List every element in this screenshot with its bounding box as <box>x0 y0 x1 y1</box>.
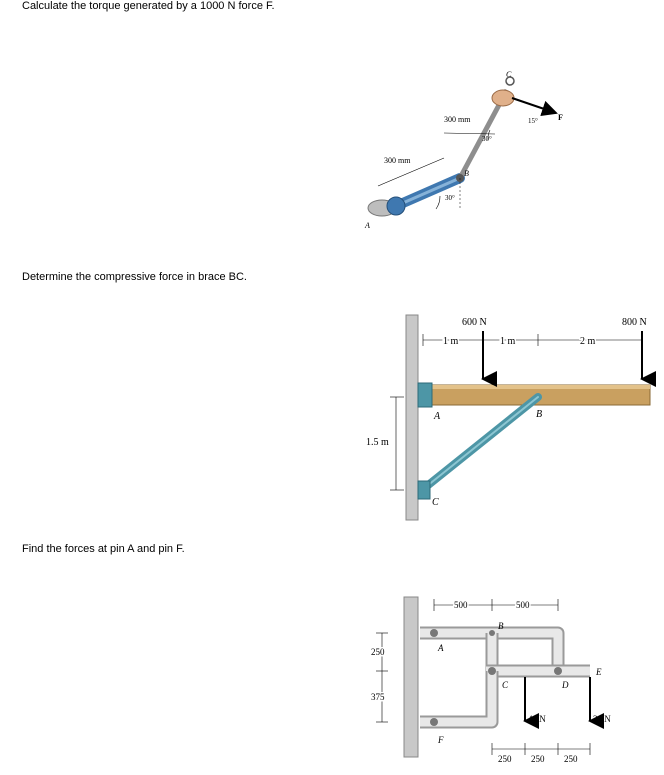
label-load-3kn: 3 kN <box>593 714 611 724</box>
label-dim-3: 2 m <box>580 336 596 347</box>
label-point-d: D <box>561 680 569 690</box>
label-lower-length: 300 mm <box>384 156 411 165</box>
label-point-f: F <box>437 735 444 745</box>
label-bot-1: 250 <box>498 754 512 764</box>
frame-figure: 500 500 250 375 250 250 250 4 kN 3 kN A … <box>368 585 658 770</box>
label-left-1: 250 <box>371 647 385 657</box>
label-load-600: 600 N <box>462 317 487 328</box>
member-fc <box>420 671 499 729</box>
question-1: Calculate the torque generated by a 1000… <box>22 0 275 12</box>
wall <box>405 314 419 521</box>
label-bot-3: 250 <box>564 754 578 764</box>
force-arrow <box>511 97 558 117</box>
wrench-head <box>386 196 406 216</box>
label-point-b: B <box>536 409 542 420</box>
bracket-a <box>417 382 433 408</box>
pin-d <box>554 667 562 675</box>
label-point-a: A <box>437 643 444 653</box>
label-top-1: 500 <box>454 600 468 610</box>
label-point-e: E <box>595 667 602 677</box>
label-angle-force: 15° <box>528 117 538 125</box>
label-height: 1.5 m <box>366 437 389 448</box>
pin-b <box>489 630 495 636</box>
question-2: Determine the compressive force in brace… <box>22 271 247 283</box>
label-force: F <box>558 113 563 122</box>
question-3: Find the forces at pin A and pin F. <box>22 543 185 555</box>
hand <box>491 89 515 107</box>
label-angle-bottom: 30° <box>445 194 455 202</box>
label-point-b: B <box>498 621 504 631</box>
label-point-c: C <box>506 70 512 79</box>
label-point-b: B <box>464 169 469 178</box>
pin-c <box>488 667 496 675</box>
label-load-800: 800 N <box>622 317 647 328</box>
label-point-c: C <box>502 680 509 690</box>
label-point-a: A <box>364 221 370 230</box>
label-point-a: A <box>433 411 441 422</box>
wrench-figure: 300 mm 300 mm 30° 30° 15° F A B C <box>360 68 600 238</box>
beam-brace-figure: 600 N 800 N 1 m 1 m 2 m 1.5 m A B C <box>360 305 660 530</box>
label-point-c: C <box>432 497 439 508</box>
bracket-c <box>417 480 431 500</box>
label-top-2: 500 <box>516 600 530 610</box>
label-upper-length: 300 mm <box>444 115 471 124</box>
wall <box>403 596 419 758</box>
label-left-2: 375 <box>371 692 385 702</box>
label-dim-2: 1 m <box>500 336 516 347</box>
label-dim-1: 1 m <box>443 336 459 347</box>
label-angle-top: 30° <box>482 135 492 143</box>
pin-f <box>430 718 438 726</box>
label-load-4kn: 4 kN <box>528 714 546 724</box>
pin-a <box>430 629 438 637</box>
label-bot-2: 250 <box>531 754 545 764</box>
